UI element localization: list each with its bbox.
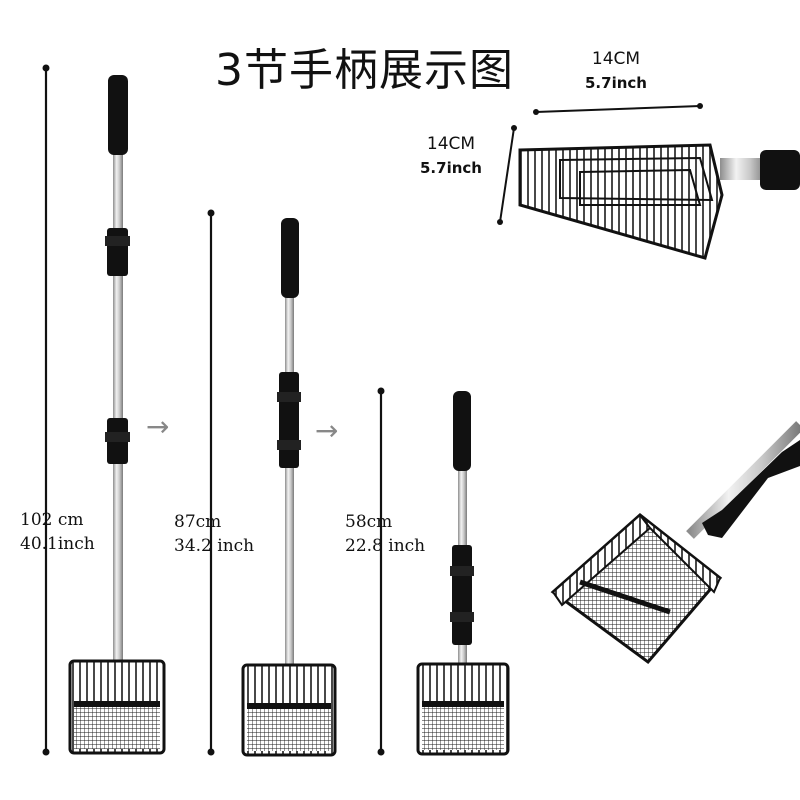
arrow-right-icon: → <box>146 410 170 443</box>
measurement-medium-cm: 87cm <box>174 512 222 532</box>
scoop-full-length <box>68 75 166 755</box>
height-line-full <box>42 64 50 756</box>
scoop-dimension-closeup <box>497 103 800 260</box>
scoop-width-label: 14CM 5.7inch <box>585 47 647 95</box>
measurement-full-inch: 40.1inch <box>20 534 95 554</box>
measurement-medium-inch: 34.2 inch <box>174 536 255 556</box>
scoop-width-cm: 14CM <box>591 49 641 69</box>
height-line-medium <box>207 209 215 756</box>
scoop-depth-cm: 14CM <box>426 134 476 154</box>
measurement-short-cm: 58cm <box>345 512 393 532</box>
page-title: 3节手柄展示图 <box>215 45 514 96</box>
scoop-depth-label: 14CM 5.7inch <box>420 132 482 180</box>
arrow-right-icon: → <box>315 414 339 447</box>
measurement-medium: 87cm 34.2 inch <box>174 510 254 558</box>
scoop-width-inch: 5.7inch <box>585 74 647 92</box>
measurement-short-inch: 22.8 inch <box>345 536 426 556</box>
measurement-short: 58cm 22.8 inch <box>345 510 425 558</box>
height-line-short <box>377 387 385 756</box>
scoop-angled-view <box>550 421 800 665</box>
scoop-medium-length <box>241 218 337 757</box>
scoop-short-length <box>416 391 510 756</box>
measurement-full-cm: 102 cm <box>20 510 84 530</box>
scoop-depth-inch: 5.7inch <box>420 159 482 177</box>
measurement-full: 102 cm 40.1inch <box>20 508 95 556</box>
